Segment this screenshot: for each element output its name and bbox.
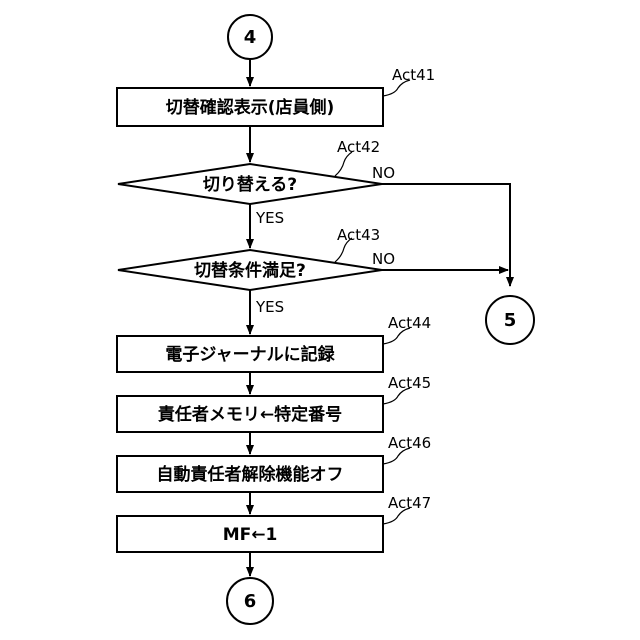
decision-act42: 切り替える? (118, 164, 382, 204)
act43-yes-label: YES (255, 298, 284, 316)
act42-no-label: NO (372, 164, 395, 182)
process-act45: 責任者メモリ←特定番号 (117, 396, 383, 432)
act41-tag: Act41 (392, 66, 435, 84)
connector-6-label: 6 (244, 591, 257, 612)
act45-text: 責任者メモリ←特定番号 (158, 404, 342, 425)
connector-4-label: 4 (244, 27, 257, 48)
act47-text: MF←1 (223, 525, 278, 545)
act41-text: 切替確認表示(店員側) (166, 97, 335, 118)
act47-tag: Act47 (388, 494, 431, 512)
act42-text: 切り替える? (203, 174, 297, 195)
process-act47: MF←1 (117, 516, 383, 552)
connector-4: 4 (228, 15, 272, 59)
connector-5: 5 (486, 296, 534, 344)
act43-tag: Act43 (337, 226, 380, 244)
act44-text: 電子ジャーナルに記録 (165, 344, 335, 365)
act44-tag: Act44 (388, 314, 431, 332)
connector-5-label: 5 (504, 310, 517, 331)
process-act46: 自動責任者解除機能オフ (117, 456, 383, 492)
act45-tag: Act45 (388, 374, 431, 392)
connector-6: 6 (227, 578, 273, 624)
act43-text: 切替条件満足? (194, 260, 306, 281)
process-act41: 切替確認表示(店員側) (117, 88, 383, 126)
act42-tag: Act42 (337, 138, 380, 156)
act43-no-label: NO (372, 250, 395, 268)
act46-tag: Act46 (388, 434, 431, 452)
process-act44: 電子ジャーナルに記録 (117, 336, 383, 372)
act42-yes-label: YES (255, 209, 284, 227)
decision-act43: 切替条件満足? (118, 250, 382, 290)
act46-text: 自動責任者解除機能オフ (157, 464, 344, 485)
